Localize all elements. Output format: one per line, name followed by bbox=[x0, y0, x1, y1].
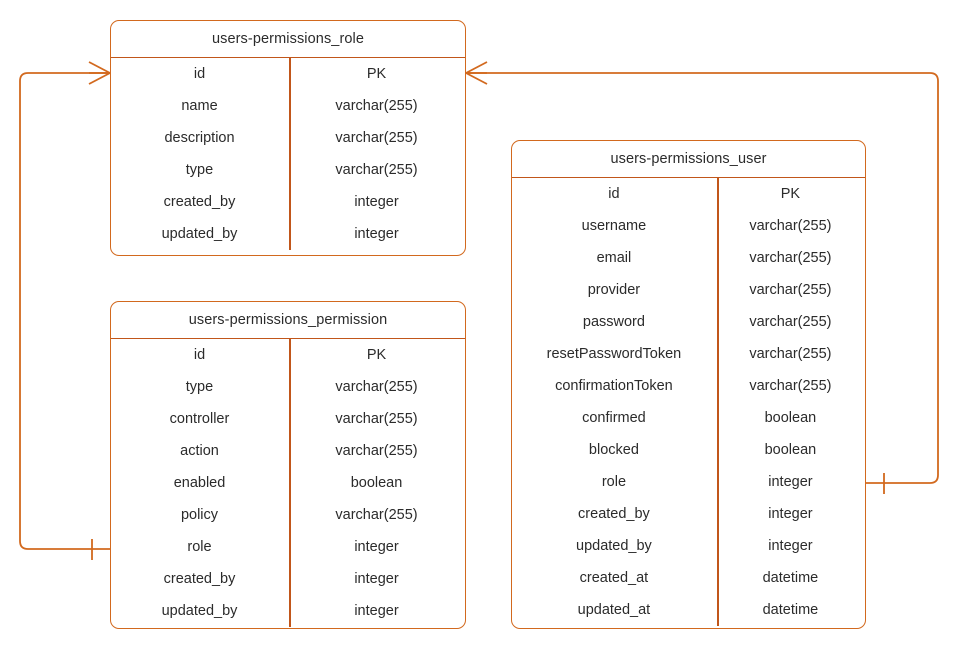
entity-title-role: users-permissions_role bbox=[211, 31, 365, 47]
field-type[interactable]: varchar(255) bbox=[749, 346, 832, 362]
field-name[interactable]: username bbox=[581, 218, 647, 234]
entity-header-permission: users-permissions_permission bbox=[111, 302, 465, 339]
entity-title-user: users-permissions_user bbox=[610, 151, 767, 167]
field-name[interactable]: email bbox=[596, 250, 632, 266]
field-type[interactable]: boolean bbox=[350, 475, 403, 491]
field-type[interactable]: varchar(255) bbox=[335, 443, 418, 459]
column-divider-user bbox=[717, 178, 719, 626]
field-name[interactable]: enabled bbox=[173, 475, 226, 491]
field-type[interactable]: varchar(255) bbox=[749, 314, 832, 330]
field-type[interactable]: PK bbox=[366, 347, 387, 363]
field-type[interactable]: integer bbox=[354, 571, 399, 587]
field-name[interactable]: updated_at bbox=[577, 602, 651, 618]
field-name[interactable]: resetPasswordToken bbox=[546, 346, 682, 362]
field-type[interactable]: boolean bbox=[764, 442, 817, 458]
field-type[interactable]: integer bbox=[354, 603, 399, 619]
field-name-column-role: id name description type created_by updated_b… bbox=[111, 58, 288, 250]
field-name[interactable]: id bbox=[608, 186, 620, 202]
field-type[interactable]: datetime bbox=[762, 570, 819, 586]
field-name[interactable]: provider bbox=[587, 282, 641, 298]
field-type-column-role: PK varchar(255) varchar(255) varchar(255) in… bbox=[288, 58, 465, 250]
field-type[interactable]: varchar(255) bbox=[749, 282, 832, 298]
field-type[interactable]: varchar(255) bbox=[335, 98, 418, 114]
field-type[interactable]: PK bbox=[366, 66, 387, 82]
column-divider-role bbox=[289, 58, 291, 250]
field-type[interactable]: varchar(255) bbox=[749, 250, 832, 266]
field-type[interactable]: integer bbox=[768, 506, 813, 522]
entity-body-role: id name description type created_by updated_b… bbox=[111, 58, 465, 250]
field-type[interactable]: integer bbox=[354, 226, 399, 242]
connector-role-to-permission bbox=[19, 72, 110, 550]
field-name[interactable]: name bbox=[181, 98, 218, 114]
field-name[interactable]: type bbox=[185, 162, 214, 178]
field-type[interactable]: varchar(255) bbox=[335, 379, 418, 395]
field-type[interactable]: integer bbox=[354, 194, 399, 210]
field-type[interactable]: PK bbox=[780, 186, 801, 202]
entity-body-user: id username email provider password resetPass… bbox=[512, 178, 865, 626]
field-type[interactable]: boolean bbox=[764, 410, 817, 426]
crowsfoot-many-role-right bbox=[465, 61, 488, 85]
field-name[interactable]: updated_by bbox=[161, 603, 238, 619]
field-type[interactable]: integer bbox=[768, 538, 813, 554]
field-name[interactable]: controller bbox=[169, 411, 230, 427]
entity-header-role: users-permissions_role bbox=[111, 21, 465, 58]
field-type[interactable]: varchar(255) bbox=[335, 130, 418, 146]
field-name[interactable]: blocked bbox=[588, 442, 639, 458]
field-name[interactable]: role bbox=[187, 539, 212, 555]
entity-header-user: users-permissions_user bbox=[512, 141, 865, 178]
field-type[interactable]: varchar(255) bbox=[749, 218, 832, 234]
field-name[interactable]: created_by bbox=[163, 194, 236, 210]
field-type[interactable]: integer bbox=[768, 474, 813, 490]
crowsfoot-many-role-left bbox=[88, 61, 111, 85]
field-name[interactable]: action bbox=[180, 443, 219, 459]
field-name[interactable]: created_by bbox=[163, 571, 236, 587]
field-name[interactable]: id bbox=[193, 347, 206, 363]
field-type[interactable]: varchar(255) bbox=[335, 411, 418, 427]
field-type[interactable]: integer bbox=[354, 539, 399, 555]
field-type[interactable]: varchar(255) bbox=[335, 507, 418, 523]
entity-title-permission: users-permissions_permission bbox=[188, 312, 388, 328]
field-name[interactable]: updated_by bbox=[161, 226, 238, 242]
field-type[interactable]: varchar(255) bbox=[749, 378, 832, 394]
field-name[interactable]: created_at bbox=[579, 570, 649, 586]
field-type-column-user: PK varchar(255) varchar(255) varchar(255) va… bbox=[716, 178, 865, 626]
field-name[interactable]: type bbox=[185, 379, 214, 395]
field-name-column-user: id username email provider password resetPass… bbox=[512, 178, 716, 626]
field-type[interactable]: varchar(255) bbox=[335, 162, 418, 178]
entity-body-permission: id type controller action enabled policy role c… bbox=[111, 339, 465, 627]
field-name[interactable]: password bbox=[582, 314, 645, 330]
column-divider-permission bbox=[289, 339, 291, 627]
field-type[interactable]: datetime bbox=[762, 602, 819, 618]
field-name[interactable]: role bbox=[601, 474, 627, 490]
field-name[interactable]: description bbox=[164, 130, 235, 146]
field-name[interactable]: policy bbox=[180, 507, 219, 523]
field-name[interactable]: confirmed bbox=[582, 410, 646, 426]
field-name[interactable]: confirmationToken bbox=[555, 378, 673, 394]
field-name-column-permission: id type controller action enabled policy role c… bbox=[111, 339, 288, 627]
field-name[interactable]: updated_by bbox=[576, 538, 652, 554]
field-name[interactable]: id bbox=[193, 66, 206, 82]
field-type-column-permission: PK varchar(255) varchar(255) varchar(255) bo… bbox=[288, 339, 465, 627]
field-name[interactable]: created_by bbox=[578, 506, 650, 522]
